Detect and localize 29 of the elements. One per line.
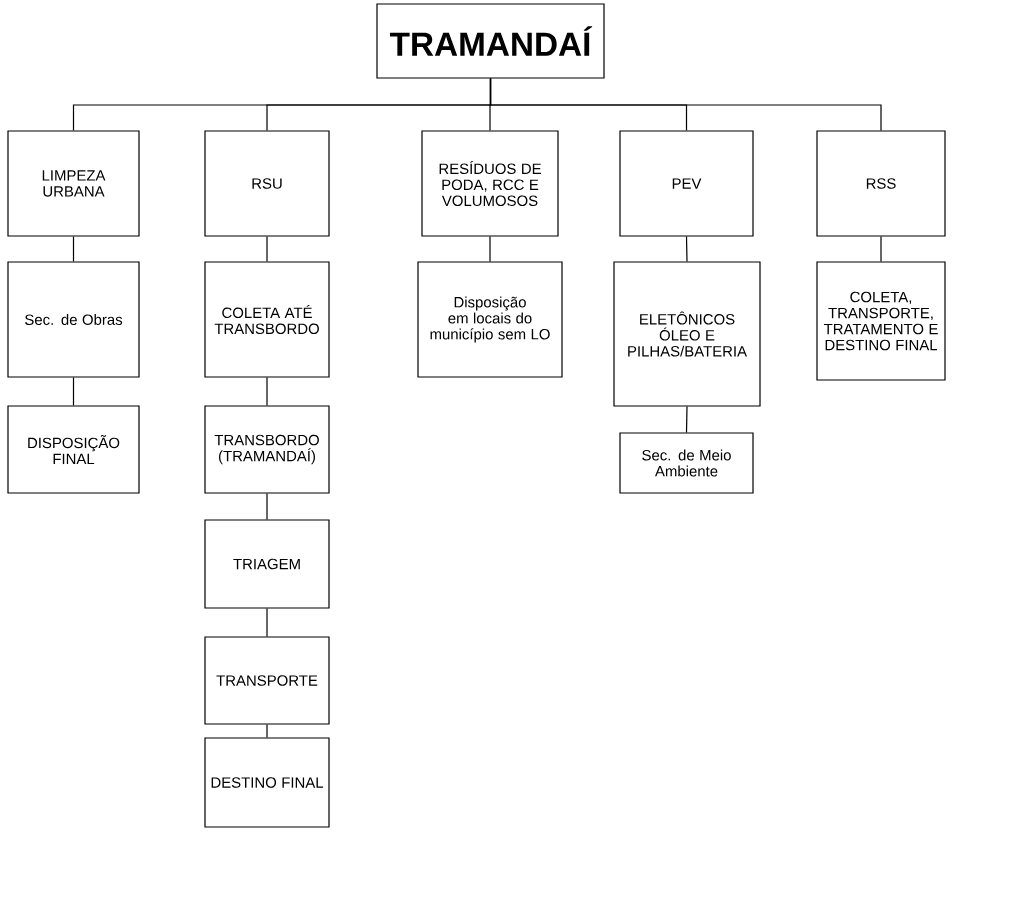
- connector-line: [72, 236, 75, 262]
- process-box: TRANSPORTE: [204, 636, 330, 725]
- connector-line: [266, 377, 268, 406]
- category-box: RSU: [204, 130, 330, 237]
- connector-line: [266, 493, 268, 520]
- connector-line: [266, 608, 268, 637]
- category-box: RSS: [816, 130, 946, 237]
- process-box: DISPOSIÇÃO FINAL: [7, 405, 140, 494]
- connector-line: [489, 78, 882, 131]
- process-box: Disposição em locais do município sem LO: [417, 261, 563, 378]
- connector-line: [266, 724, 268, 738]
- connector-line: [880, 236, 882, 262]
- process-box: ELETÔNICOS ÓLEO E PILHAS/BATERIA: [613, 261, 761, 407]
- title-box: TRAMANDAÍ: [376, 3, 605, 79]
- category-box: LIMPEZA URBANA: [7, 130, 140, 237]
- category-box: RESÍDUOS DE PODA, RCC E VOLUMOSOS: [421, 130, 559, 237]
- connector-line: [489, 236, 491, 262]
- process-box: DESTINO FINAL: [204, 737, 330, 828]
- process-box: COLETA ATÉ TRANSBORDO: [204, 261, 330, 378]
- process-box: COLETA, TRANSPORTE, TRATAMENTO E DESTINO FINAL: [816, 261, 946, 381]
- connector-line: [266, 236, 268, 262]
- process-box: TRIAGEM: [204, 519, 330, 609]
- connector-line: [685, 406, 688, 433]
- process-box: TRANSBORDO (TRAMANDAÍ): [204, 405, 330, 494]
- connector-line: [685, 236, 688, 262]
- process-box: Sec. de Meio Ambiente: [619, 432, 754, 494]
- connector-line: [72, 377, 75, 406]
- category-box: PEV: [619, 130, 754, 237]
- process-box: Sec. de Obras: [7, 261, 140, 378]
